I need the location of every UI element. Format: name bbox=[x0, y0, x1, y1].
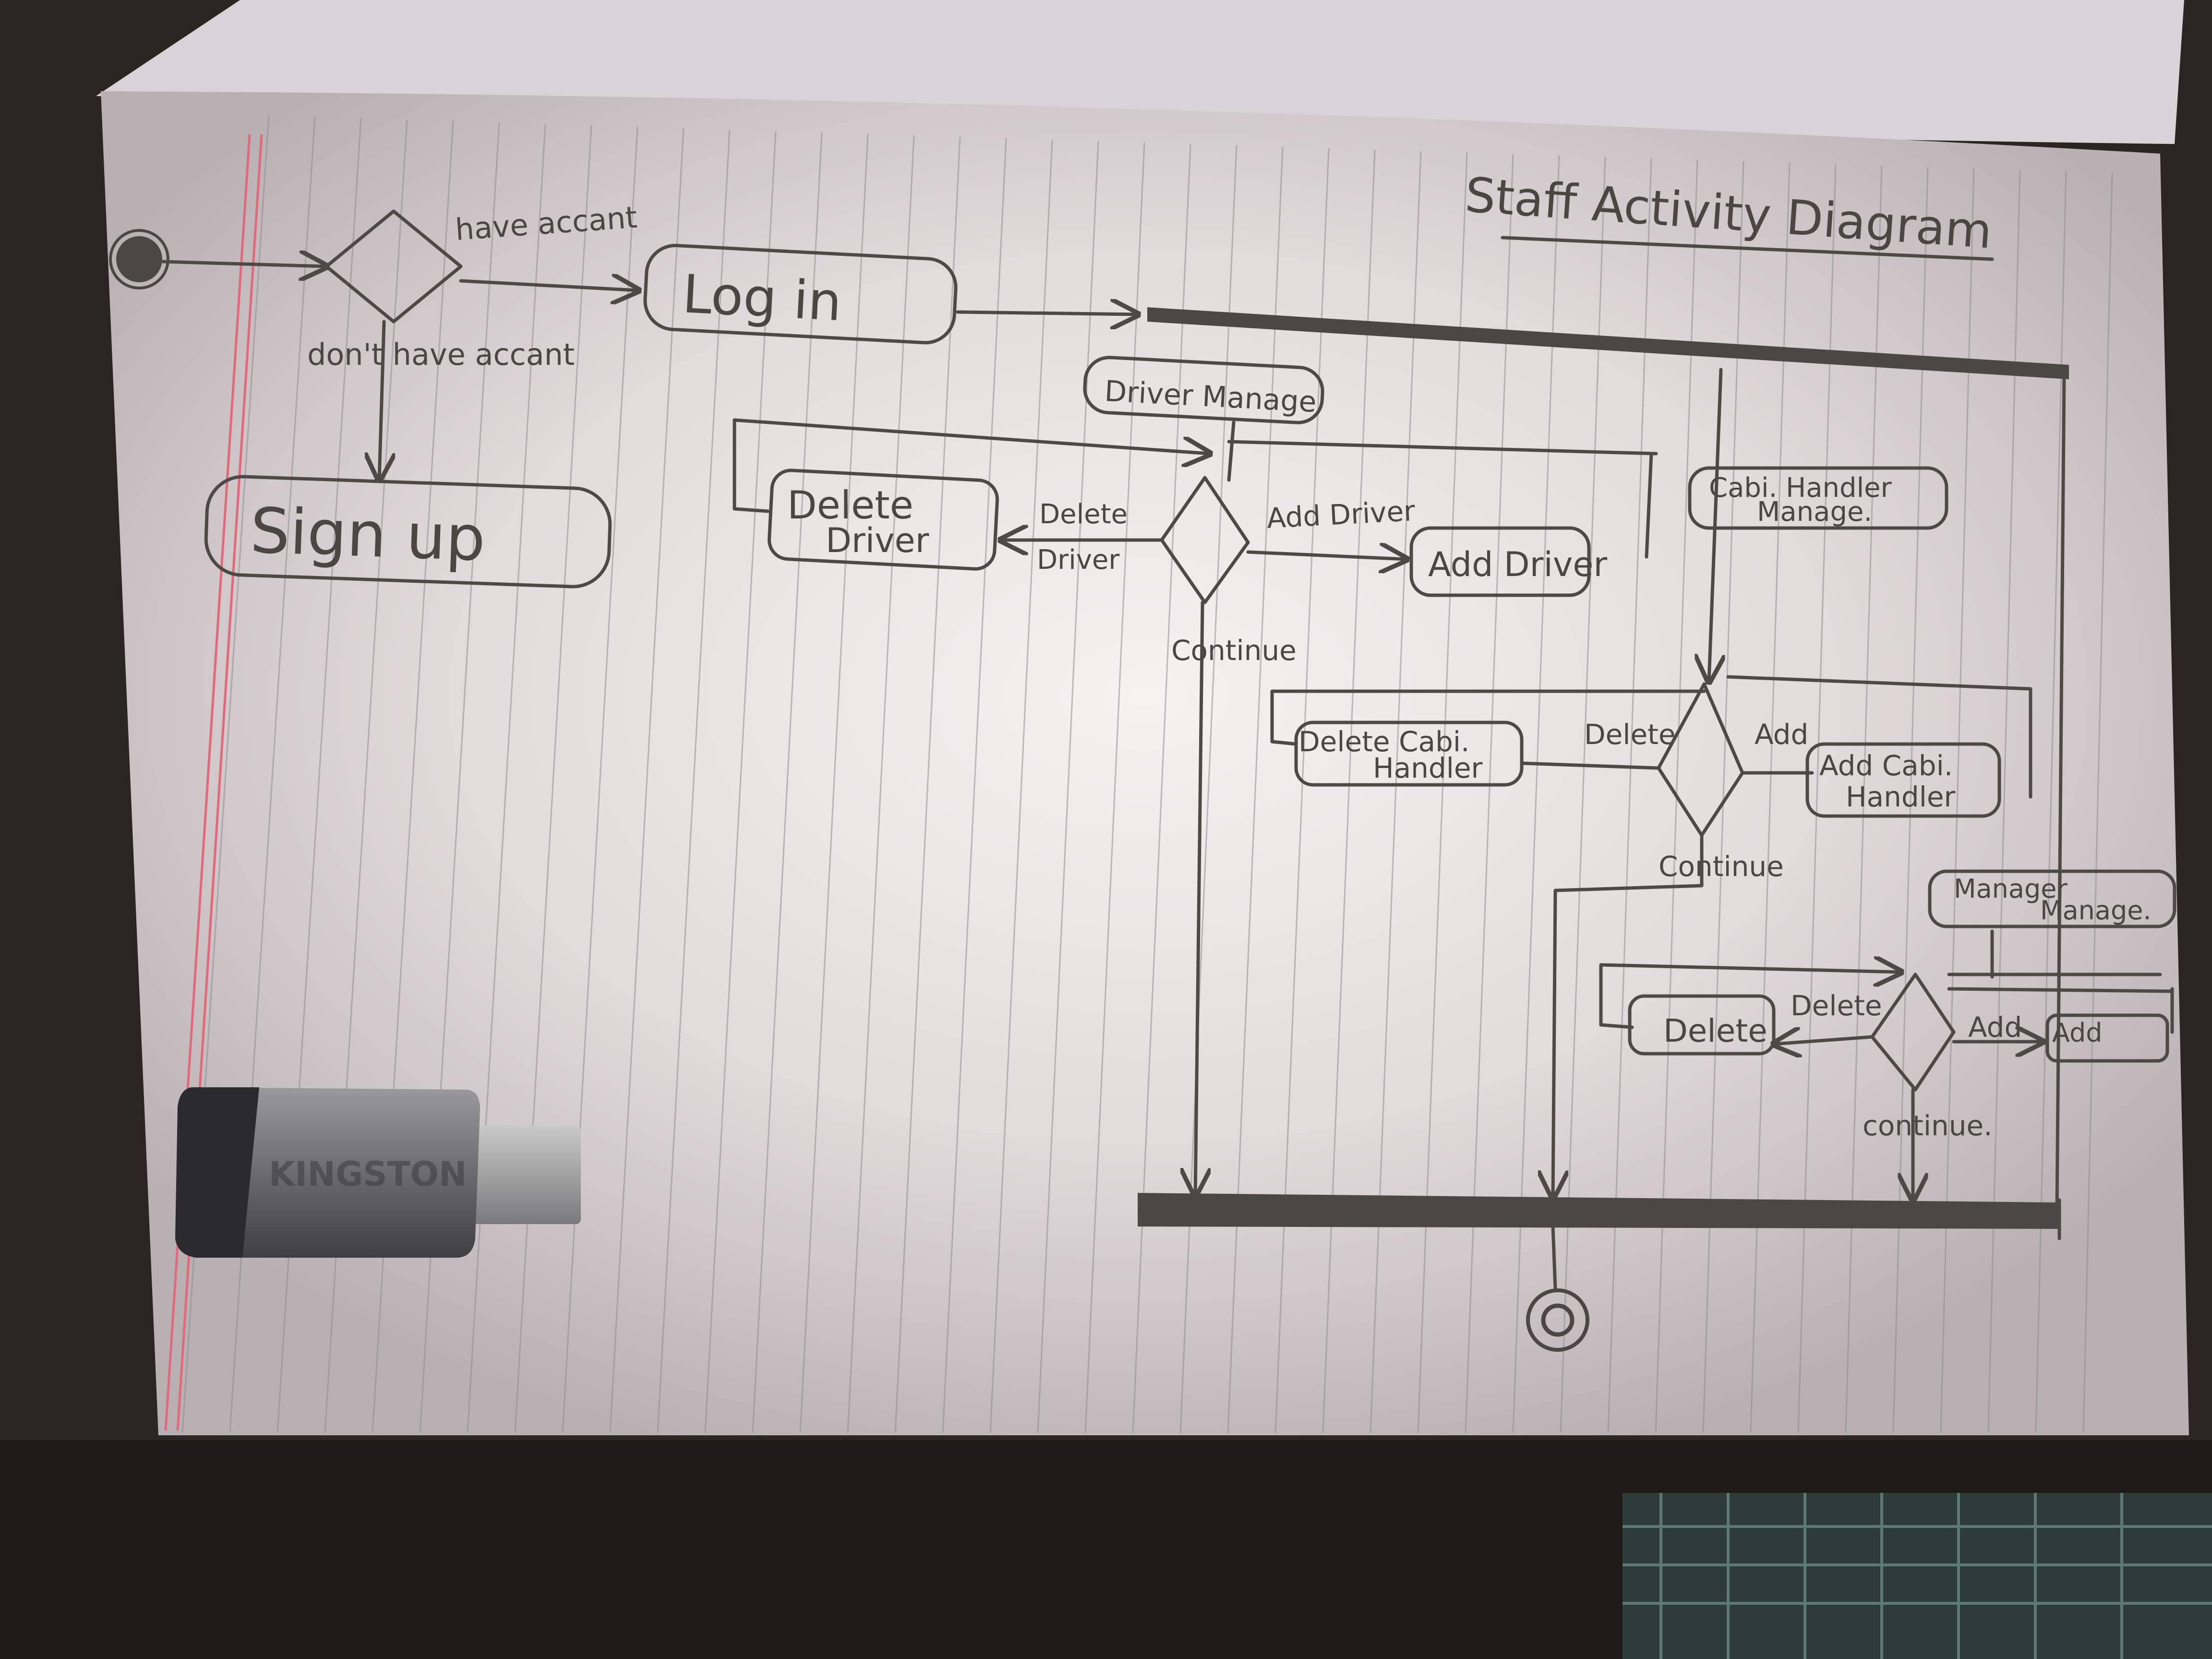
delete-cabi-loop bbox=[1270, 689, 1706, 746]
add-driver-branch-label: Add Driver bbox=[1266, 494, 1416, 535]
manager-delete-activity bbox=[1628, 994, 1776, 1056]
add-cabi-text-2: Handler bbox=[1846, 781, 1956, 813]
login-activity bbox=[643, 243, 958, 345]
add-cabi-text-1: Add Cabi. bbox=[1819, 749, 1953, 782]
final-node bbox=[1526, 1288, 1589, 1352]
start-flow-arrow bbox=[161, 262, 326, 266]
manager-manage-text-2: Manage. bbox=[2040, 895, 2152, 926]
manager-entry-line bbox=[1947, 929, 2162, 979]
rule-line bbox=[847, 135, 915, 1433]
delete-driver-label-1: Delete bbox=[1039, 499, 1128, 530]
to-final-arrow bbox=[1551, 1225, 1557, 1291]
add-cabi-activity bbox=[1805, 742, 2001, 818]
fork-bar bbox=[1147, 307, 2069, 379]
to-login-arrow bbox=[459, 281, 638, 290]
rule-line bbox=[1037, 141, 1099, 1433]
delete-driver-text-1: Delete bbox=[787, 483, 914, 528]
delete-cabi-text-1: Delete Cabi. bbox=[1298, 725, 1469, 758]
add-driver-loop bbox=[1227, 440, 1658, 559]
login-label: Log in bbox=[681, 263, 843, 333]
fork-right-edge-line bbox=[2055, 373, 2066, 1212]
manager-add-branch-label: Add bbox=[1968, 1011, 2022, 1044]
login-to-fork-arrow bbox=[956, 312, 1138, 314]
delete-cabi-activity bbox=[1294, 721, 1524, 787]
signup-label: Sign up bbox=[249, 494, 487, 575]
cabi-manage-note bbox=[1688, 466, 1948, 530]
manager-delete-text: Delete bbox=[1663, 1012, 1767, 1049]
to-delete-cabi-line bbox=[1520, 761, 1660, 770]
delete-driver-loop bbox=[733, 418, 770, 513]
usb-drive: KINGSTON bbox=[175, 1087, 581, 1258]
rule-line bbox=[657, 129, 731, 1433]
rule-line bbox=[989, 139, 1053, 1433]
driver-decision-diamond bbox=[1160, 476, 1250, 604]
delete-driver-activity bbox=[767, 469, 999, 571]
fork-to-cabi-arrow bbox=[1709, 368, 1721, 682]
rule-line bbox=[752, 132, 823, 1433]
manager-add-text: Add bbox=[2052, 1018, 2103, 1048]
delete-driver-text-2: Driver bbox=[826, 521, 929, 560]
manager-add-loop bbox=[1947, 987, 2174, 1034]
driver-manage-note bbox=[1083, 356, 1324, 424]
no-account-label: don't have accant bbox=[307, 337, 575, 372]
rule-line bbox=[942, 138, 1007, 1433]
manager-add-activity bbox=[2045, 1013, 2169, 1063]
join-bar bbox=[1138, 1193, 2059, 1229]
manager-decision-diamond bbox=[1870, 973, 1956, 1092]
manager-manage-text-1: Manager bbox=[1954, 874, 2068, 904]
rule-line bbox=[2082, 172, 2113, 1433]
rule-line bbox=[799, 133, 869, 1433]
rule-line bbox=[894, 136, 961, 1433]
manager-delete-branch-label: Delete bbox=[1791, 989, 1882, 1022]
manager-continue-label: continue. bbox=[1863, 1109, 1993, 1142]
title-underline bbox=[1501, 236, 1994, 261]
driver-continue-arrow bbox=[1195, 601, 1202, 1195]
initial-node bbox=[116, 236, 162, 282]
cabi-continue-label: Continue bbox=[1659, 850, 1784, 883]
manager-delete-loop bbox=[1599, 965, 1901, 1029]
delete-driver-label-2: Driver bbox=[1037, 544, 1120, 576]
rule-line bbox=[609, 128, 685, 1433]
signup-activity bbox=[204, 475, 612, 589]
cabi-continue-arrow bbox=[1553, 833, 1704, 1198]
delete-cabi-branch-label: Delete bbox=[1584, 718, 1676, 751]
to-manager-delete-arrow bbox=[1774, 1037, 1874, 1044]
add-cabi-branch-label: Add bbox=[1755, 718, 1808, 751]
add-cabi-loop bbox=[1726, 675, 2032, 799]
login-decision-diamond bbox=[325, 209, 463, 324]
to-add-driver-arrow bbox=[1246, 552, 1407, 559]
to-signup-arrow bbox=[379, 320, 384, 480]
driver-continue-label: Continue bbox=[1171, 634, 1297, 667]
cabi-manage-text-2: Manage. bbox=[1757, 496, 1872, 528]
plaid-cloth bbox=[1623, 1493, 2212, 1659]
driver-merge-line bbox=[733, 418, 1234, 480]
rule-line bbox=[704, 131, 777, 1433]
add-driver-activity bbox=[1409, 526, 1591, 597]
usb-brand-logo: KINGSTON bbox=[269, 1154, 467, 1194]
add-driver-text: Add Driver bbox=[1428, 545, 1607, 584]
delete-cabi-text-2: Handler bbox=[1373, 752, 1483, 784]
cabi-manage-text-1: Cabi. Handler bbox=[1709, 472, 1892, 504]
manager-manage-note bbox=[1928, 869, 2176, 928]
